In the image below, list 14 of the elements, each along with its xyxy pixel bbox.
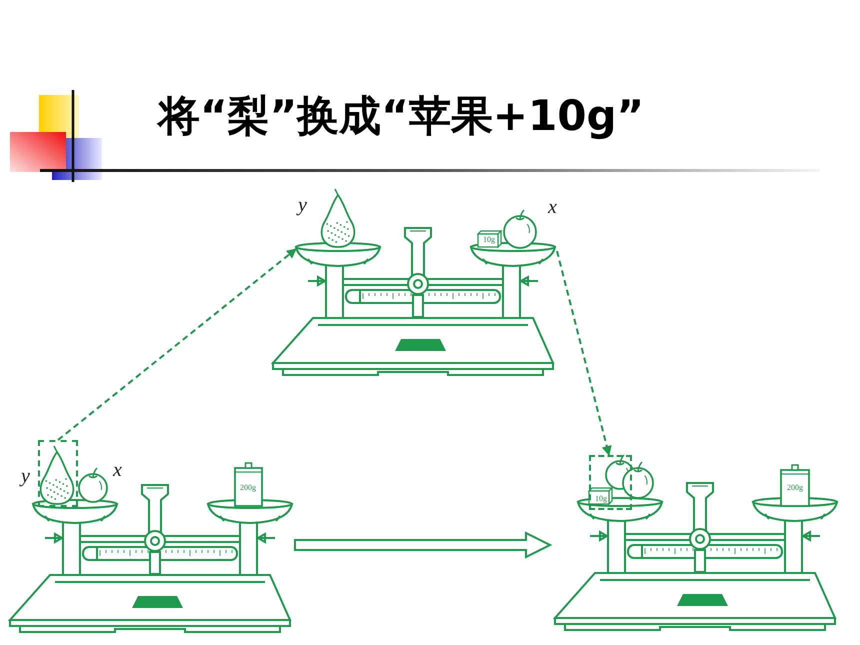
variable-label: y xyxy=(21,466,30,486)
variable-label: x xyxy=(548,197,557,217)
hollow-arrow xyxy=(294,531,552,559)
variable-label: x xyxy=(113,460,122,480)
dashed-outline-box xyxy=(589,455,632,510)
mass-label: 10g xyxy=(483,236,495,244)
title: 将“梨”换成“苹果+10g” xyxy=(158,90,644,142)
mass-label: 200g xyxy=(787,484,803,492)
dashed-arrow xyxy=(556,250,612,456)
variable-label: y xyxy=(298,195,307,215)
mass-label: 10g xyxy=(595,495,607,503)
mass-label: 200g xyxy=(240,484,256,492)
dashed-outline-box xyxy=(38,440,78,507)
dashed-arrow xyxy=(57,248,297,441)
